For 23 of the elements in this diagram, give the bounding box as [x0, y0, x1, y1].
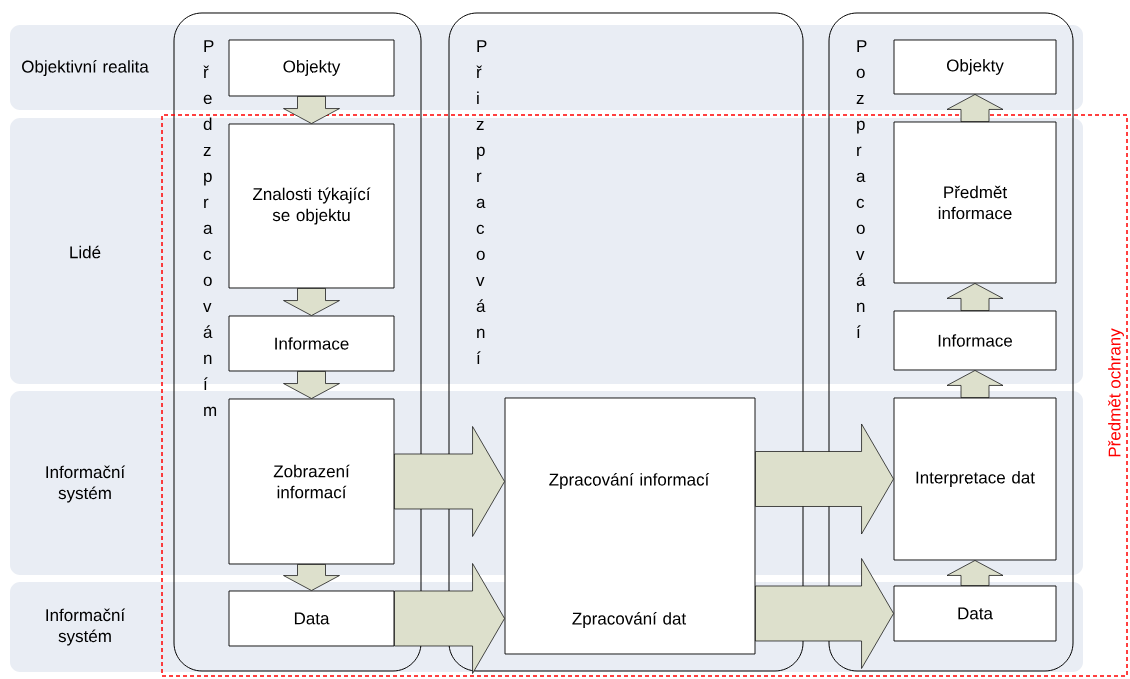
- process-box: Interpretace dat: [893, 397, 1057, 561]
- process-box: Informace: [893, 310, 1057, 371]
- block-arrow: [394, 563, 505, 674]
- block-arrow: [946, 370, 1004, 398]
- block-arrow: [946, 94, 1004, 122]
- block-arrow: [283, 96, 340, 124]
- block-arrow: [755, 423, 894, 535]
- process-box: Data: [228, 590, 395, 647]
- block-arrow: [946, 283, 1004, 311]
- block-arrow: [283, 564, 340, 591]
- process-box: Zpracování informací Zpracování dat: [504, 397, 756, 655]
- process-box: Předmět informace: [893, 121, 1057, 284]
- block-arrow: [946, 560, 1004, 586]
- block-arrow: [283, 288, 340, 316]
- process-box: Objekty: [893, 39, 1057, 95]
- block-arrow: [394, 426, 505, 537]
- process-box: Objekty: [228, 39, 395, 97]
- process-box: Zobrazení informací: [228, 398, 395, 565]
- block-arrow: [755, 558, 894, 669]
- process-box: Data: [893, 585, 1057, 642]
- process-box: Informace: [228, 315, 395, 372]
- process-box: Znalosti týkající se objektu: [228, 123, 395, 289]
- block-arrow: [283, 371, 340, 399]
